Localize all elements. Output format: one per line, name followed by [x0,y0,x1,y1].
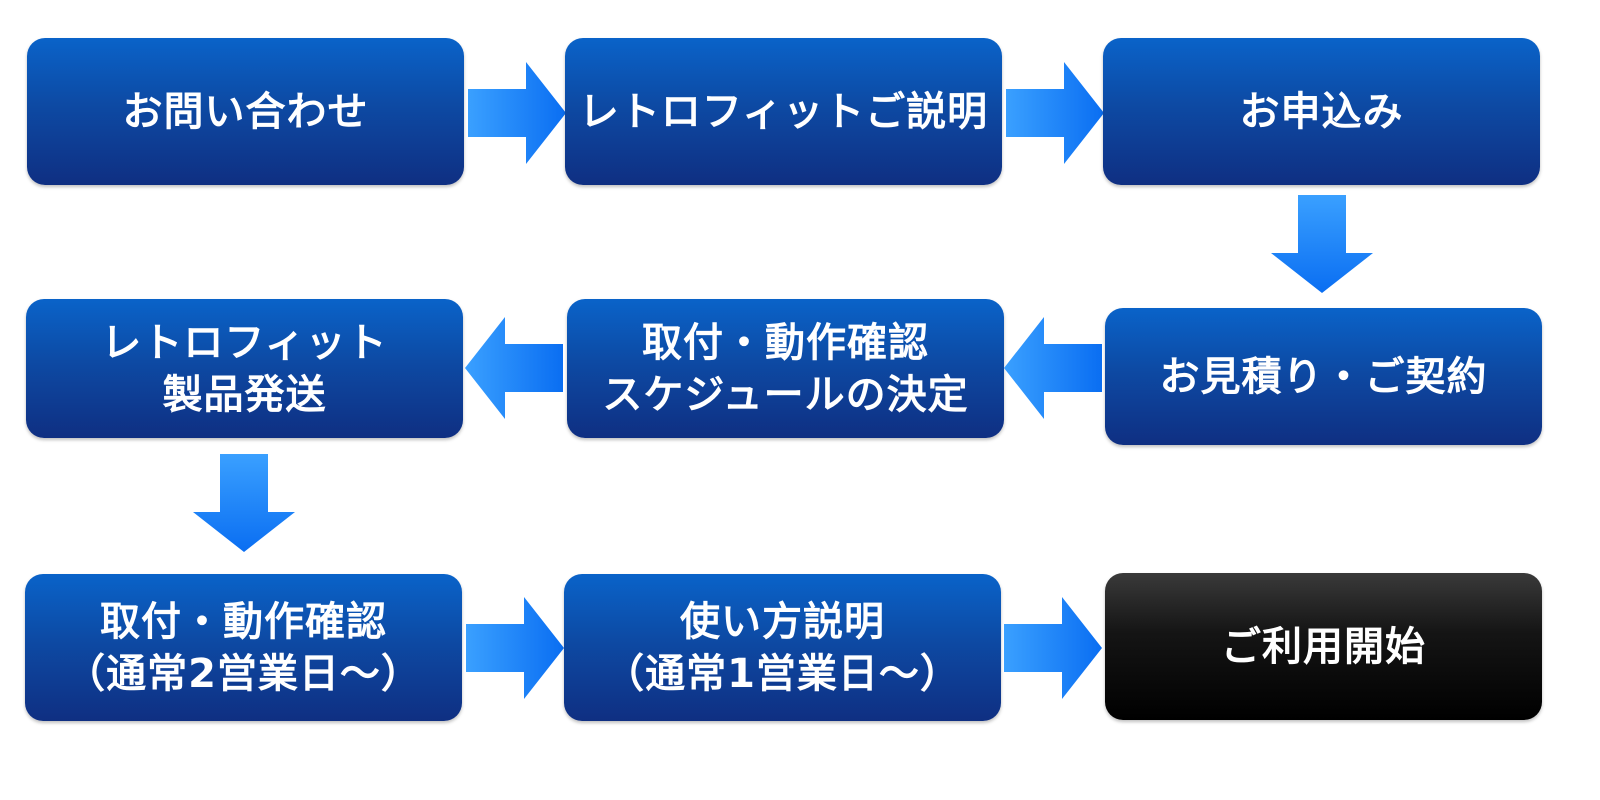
arrow-right-icon [466,597,564,699]
step-start-use: ご利用開始 [1105,573,1542,720]
step-label: お申込み [1239,88,1404,135]
arrow-right-icon [1004,597,1102,699]
step-label-line1: 取付・動作確認 [642,319,929,366]
step-label-line2: （通常2営業日～） [65,650,422,697]
step-retrofit-explanation: レトロフィットご説明 [565,38,1002,185]
step-application: お申込み [1103,38,1540,185]
arrow-right-icon [1006,62,1104,164]
step-label: ご利用開始 [1221,623,1426,670]
step-schedule: 取付・動作確認 スケジュールの決定 [567,299,1004,438]
step-label-line2: スケジュールの決定 [602,371,969,418]
arrow-left-icon [1004,317,1102,419]
step-label-line2: 製品発送 [162,371,327,418]
arrow-down-icon [1271,195,1373,293]
step-usage-explanation: 使い方説明 （通常1営業日～） [564,574,1001,721]
arrow-left-icon [465,317,563,419]
step-label: お見積り・ご契約 [1159,353,1488,400]
step-inquiry: お問い合わせ [27,38,464,185]
arrow-right-icon [468,62,566,164]
step-label: レトロフィットご説明 [578,88,989,135]
step-label-line2: （通常1営業日～） [604,650,961,697]
step-retrofit-shipping: レトロフィット 製品発送 [26,299,463,438]
step-label-line1: レトロフィット [101,319,388,366]
step-label-line1: 取付・動作確認 [100,598,387,645]
arrow-down-icon [193,454,295,552]
step-installation-check: 取付・動作確認 （通常2営業日～） [25,574,462,721]
step-label: お問い合わせ [122,88,369,135]
step-estimate-contract: お見積り・ご契約 [1105,308,1542,445]
step-label-line1: 使い方説明 [680,598,885,645]
